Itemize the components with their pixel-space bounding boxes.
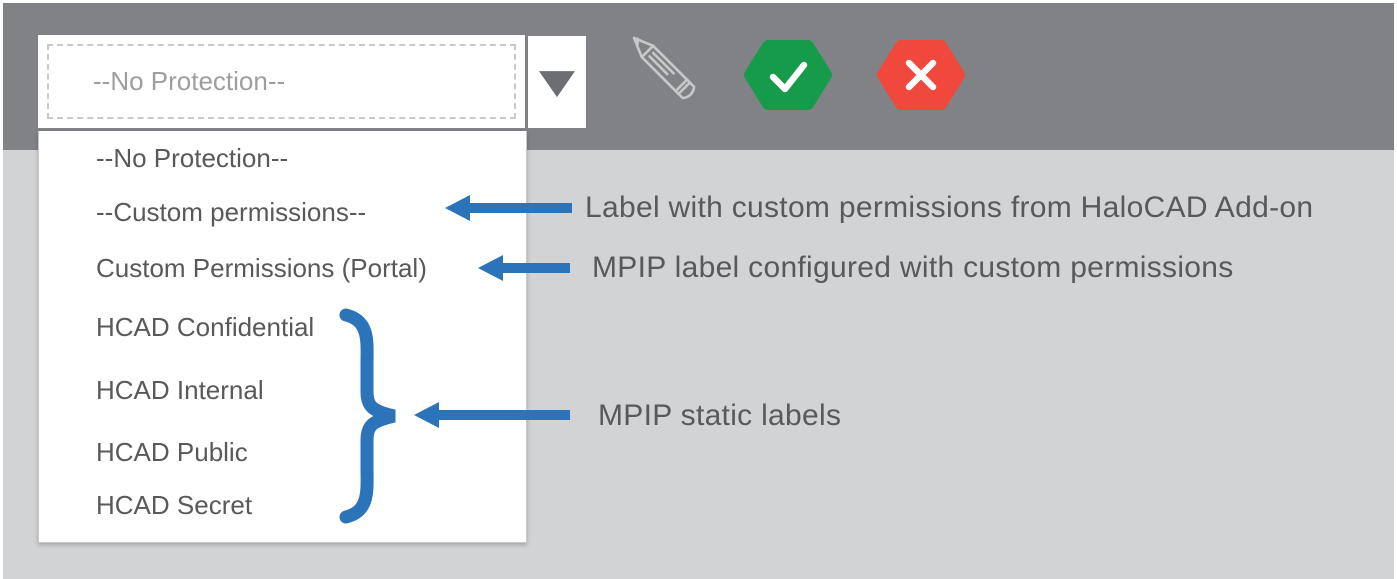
- check-icon: [744, 40, 832, 110]
- protection-dropdown-list: --No Protection-- --Custom permissions--…: [38, 131, 527, 543]
- protection-label-combobox[interactable]: --No Protection--: [38, 35, 525, 128]
- dropdown-item-hcad-confidential[interactable]: HCAD Confidential: [96, 312, 315, 342]
- caret-down-icon: [539, 71, 575, 98]
- annotation-arrow-static-labels: [414, 402, 570, 428]
- dropdown-item-custom-permissions[interactable]: --Custom permissions--: [96, 197, 367, 227]
- combobox-dropdown-button[interactable]: [528, 36, 586, 128]
- edit-pencil-button[interactable]: [615, 23, 715, 117]
- annotation-custom-permissions-portal: MPIP label configured with custom permis…: [592, 251, 1234, 284]
- dropdown-item-custom-permissions-portal[interactable]: Custom Permissions (Portal): [96, 253, 427, 283]
- arrow-shaft: [501, 263, 570, 273]
- arrow-head-icon: [445, 195, 470, 221]
- dropdown-item-hcad-public[interactable]: HCAD Public: [96, 437, 248, 467]
- arrow-shaft: [468, 203, 572, 213]
- combobox-dashed-outline: [47, 44, 516, 119]
- annotation-arrow-custom-permissions-portal: [478, 255, 570, 281]
- combobox-selected-value: --No Protection--: [93, 66, 286, 96]
- arrow-head-icon: [414, 402, 439, 428]
- cancel-button[interactable]: [877, 40, 965, 110]
- dropdown-item-hcad-internal[interactable]: HCAD Internal: [96, 375, 264, 405]
- x-icon: [877, 40, 965, 110]
- dropdown-item-no-protection[interactable]: --No Protection--: [96, 143, 289, 173]
- confirm-button[interactable]: [744, 40, 832, 110]
- pencil-icon: [632, 36, 696, 100]
- dropdown-item-hcad-secret[interactable]: HCAD Secret: [96, 490, 253, 520]
- annotation-arrow-custom-permissions: [445, 195, 572, 221]
- arrow-shaft: [437, 410, 570, 420]
- annotation-custom-permissions: Label with custom permissions from HaloC…: [585, 191, 1314, 224]
- annotation-static-labels: MPIP static labels: [598, 399, 842, 432]
- arrow-head-icon: [478, 255, 503, 281]
- curly-brace-icon: [338, 308, 404, 524]
